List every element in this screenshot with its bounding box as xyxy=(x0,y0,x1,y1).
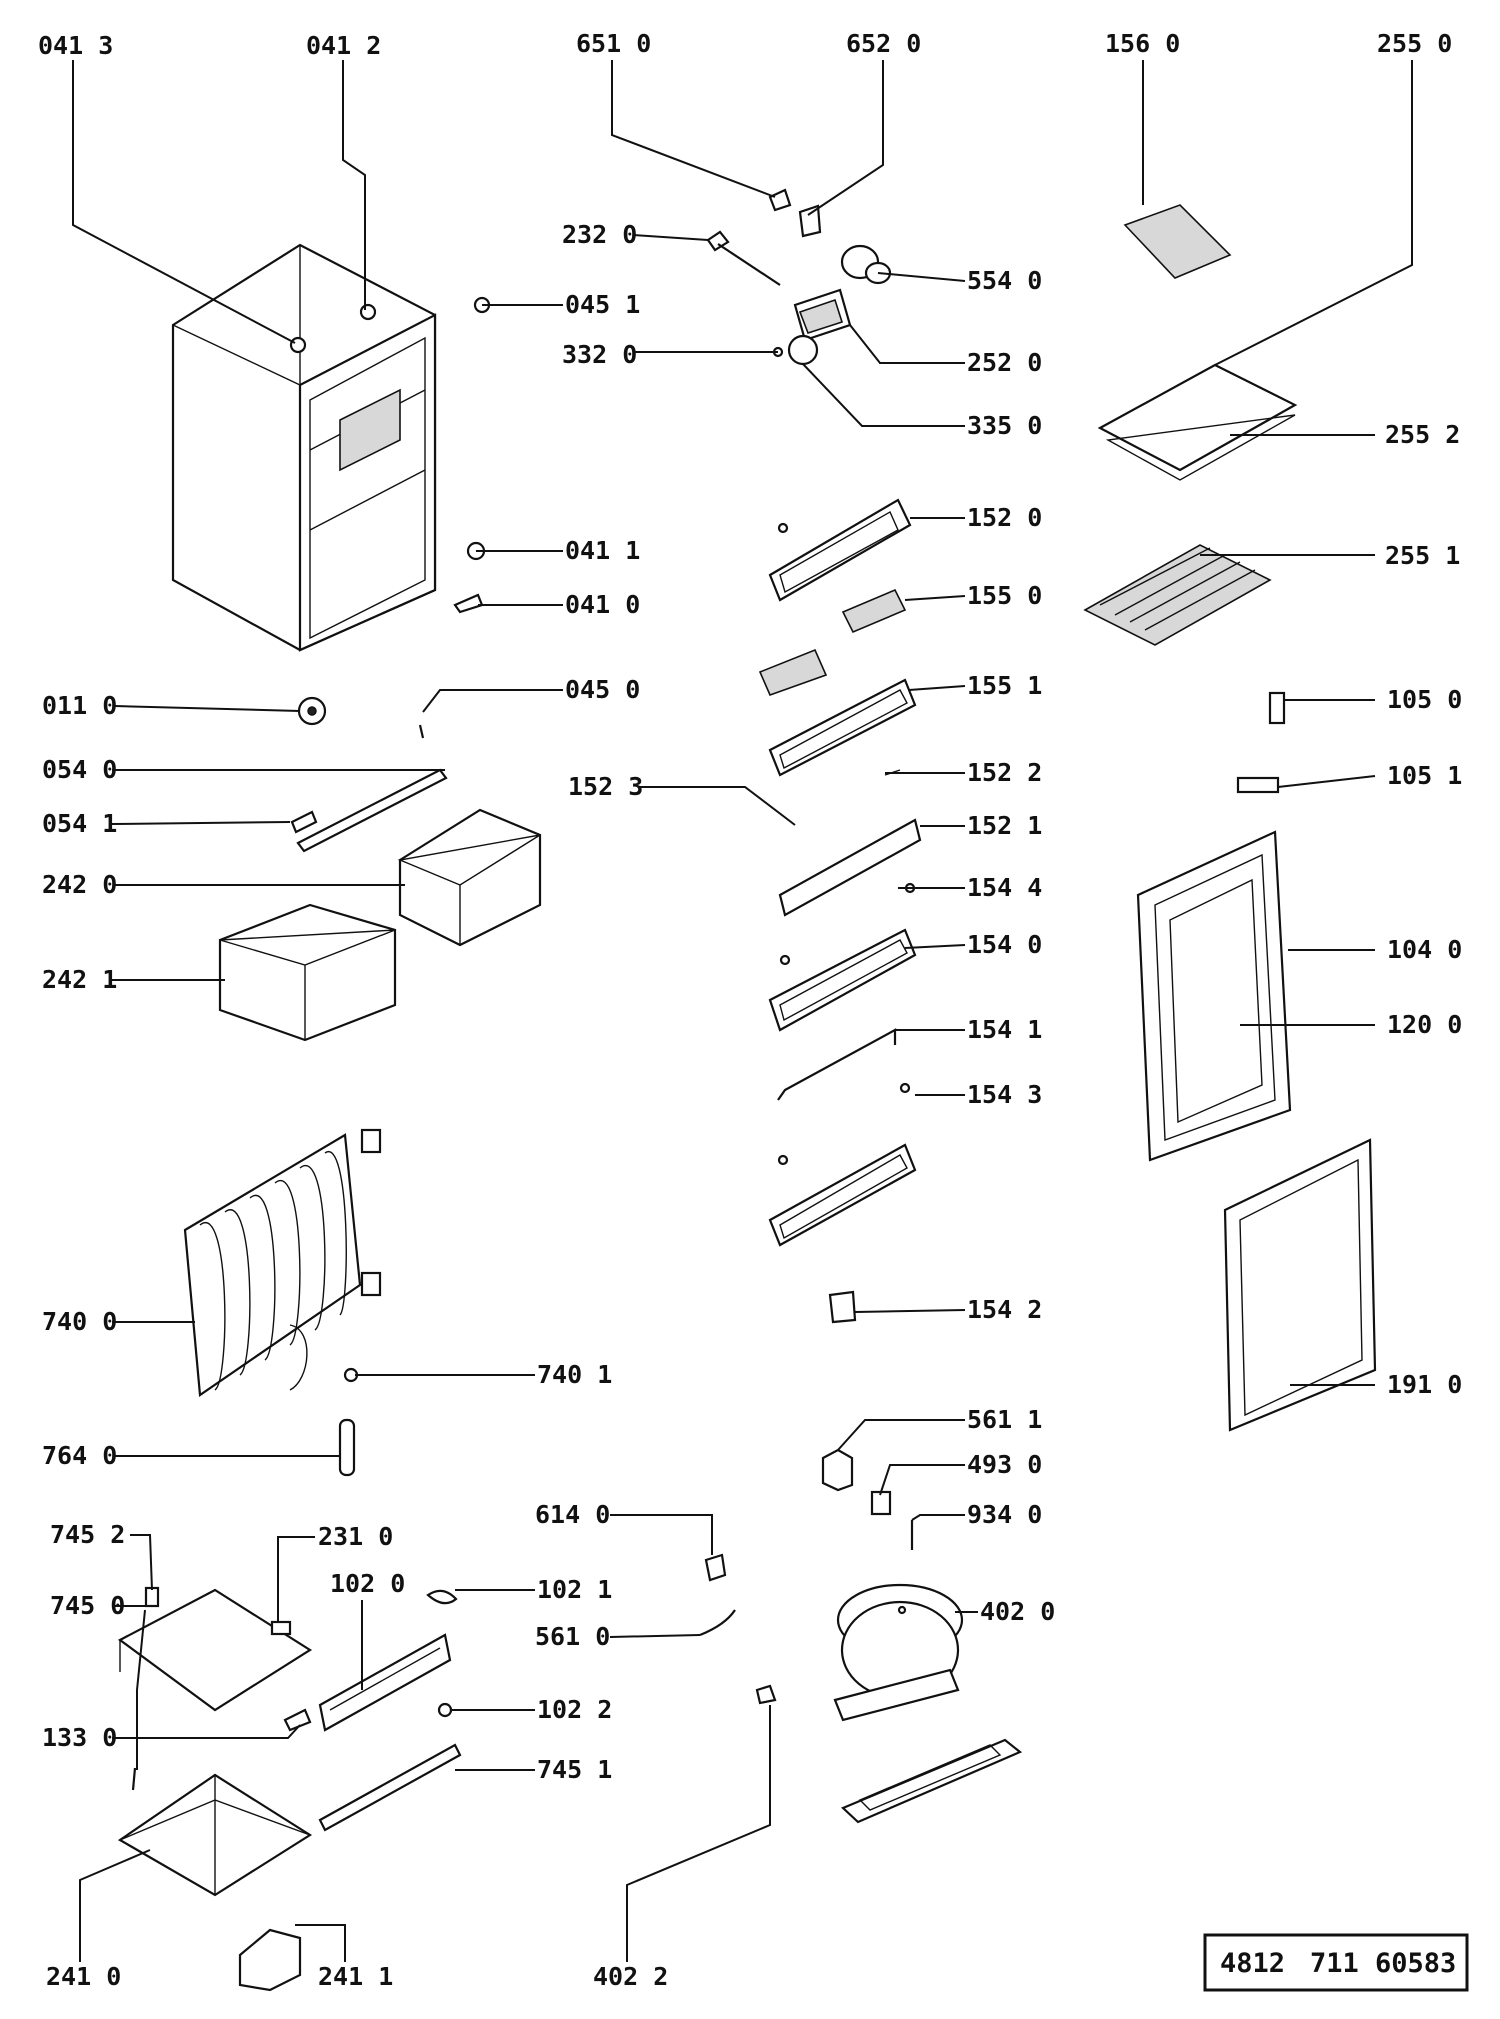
thermostat-assembly xyxy=(706,188,892,366)
label-745-1: 745 1 xyxy=(537,1755,612,1784)
door-assembly xyxy=(1136,691,1377,1432)
label-402-0: 402 0 xyxy=(980,1597,1055,1626)
cabinet xyxy=(171,243,437,652)
label-934-0: 934 0 xyxy=(967,1500,1042,1529)
label-745-0: 745 0 xyxy=(50,1591,125,1620)
label-155-1: 155 1 xyxy=(967,671,1042,700)
label-652-0: 652 0 xyxy=(846,29,921,58)
label-154-3: 154 3 xyxy=(967,1080,1042,1109)
label-102-2: 102 2 xyxy=(537,1695,612,1724)
door-racks xyxy=(758,498,922,1324)
crisper-drawers xyxy=(218,808,542,1042)
label-154-4: 154 4 xyxy=(967,873,1042,902)
label-152-2: 152 2 xyxy=(967,758,1042,787)
label-232-0: 232 0 xyxy=(562,220,637,249)
leader-lines xyxy=(72,60,1413,1962)
doc-id-part-2: 711 xyxy=(1310,1948,1359,1979)
label-191-0: 191 0 xyxy=(1387,1370,1462,1399)
label-105-1: 105 1 xyxy=(1387,761,1462,790)
label-152-0: 152 0 xyxy=(967,503,1042,532)
label-740-0: 740 0 xyxy=(42,1307,117,1336)
label-332-0: 332 0 xyxy=(562,340,637,369)
label-041-2: 041 2 xyxy=(306,31,381,60)
label-745-2: 745 2 xyxy=(50,1520,125,1549)
label-252-0: 252 0 xyxy=(967,348,1042,377)
label-120-0: 120 0 xyxy=(1387,1010,1462,1039)
label-045-0: 045 0 xyxy=(565,675,640,704)
compressor-assembly xyxy=(699,1448,1023,1824)
label-554-0: 554 0 xyxy=(967,266,1042,295)
label-102-0: 102 0 xyxy=(330,1569,405,1598)
label-242-1: 242 1 xyxy=(42,965,117,994)
label-155-0: 155 0 xyxy=(967,581,1042,610)
doc-id-part-1: 4812 xyxy=(1220,1948,1285,1979)
label-045-1: 045 1 xyxy=(565,290,640,319)
evaporator-tray xyxy=(117,1586,313,1992)
label-493-0: 493 0 xyxy=(967,1450,1042,1479)
label-402-2: 402 2 xyxy=(593,1962,668,1991)
label-102-1: 102 1 xyxy=(537,1575,612,1604)
label-041-0: 041 0 xyxy=(565,590,640,619)
document-id-box: 4812 711 60583 xyxy=(1203,1933,1469,1992)
label-156-0: 156 0 xyxy=(1105,29,1180,58)
label-154-1: 154 1 xyxy=(967,1015,1042,1044)
callout-labels: 041 3 041 2 651 0 652 0 156 0 255 0 232 … xyxy=(38,29,1462,1991)
doc-id-part-3: 60583 xyxy=(1375,1948,1456,1979)
label-255-0: 255 0 xyxy=(1377,29,1452,58)
label-154-2: 154 2 xyxy=(967,1295,1042,1324)
label-231-0: 231 0 xyxy=(318,1522,393,1551)
label-011-0: 011 0 xyxy=(42,691,117,720)
label-614-0: 614 0 xyxy=(535,1500,610,1529)
bottom-shelf xyxy=(318,1589,462,1832)
label-133-0: 133 0 xyxy=(42,1723,117,1752)
hinge-bar xyxy=(290,768,448,853)
label-152-3: 152 3 xyxy=(568,772,643,801)
label-104-0: 104 0 xyxy=(1387,935,1462,964)
condenser-coil xyxy=(183,1128,382,1477)
label-041-3: 041 3 xyxy=(38,31,113,60)
label-561-1: 561 1 xyxy=(967,1405,1042,1434)
label-255-1: 255 1 xyxy=(1385,541,1460,570)
label-255-2: 255 2 xyxy=(1385,420,1460,449)
label-740-1: 740 1 xyxy=(537,1360,612,1389)
label-152-1: 152 1 xyxy=(967,811,1042,840)
label-764-0: 764 0 xyxy=(42,1441,117,1470)
label-154-0: 154 0 xyxy=(967,930,1042,959)
label-242-0: 242 0 xyxy=(42,870,117,899)
label-561-0: 561 0 xyxy=(535,1622,610,1651)
label-054-1: 054 1 xyxy=(42,809,117,838)
label-241-1: 241 1 xyxy=(318,1962,393,1991)
label-651-0: 651 0 xyxy=(576,29,651,58)
label-105-0: 105 0 xyxy=(1387,685,1462,714)
label-241-0: 241 0 xyxy=(46,1962,121,1991)
label-054-0: 054 0 xyxy=(42,755,117,784)
label-335-0: 335 0 xyxy=(967,411,1042,440)
label-041-1: 041 1 xyxy=(565,536,640,565)
ice-tray-and-shelves xyxy=(1083,204,1298,646)
